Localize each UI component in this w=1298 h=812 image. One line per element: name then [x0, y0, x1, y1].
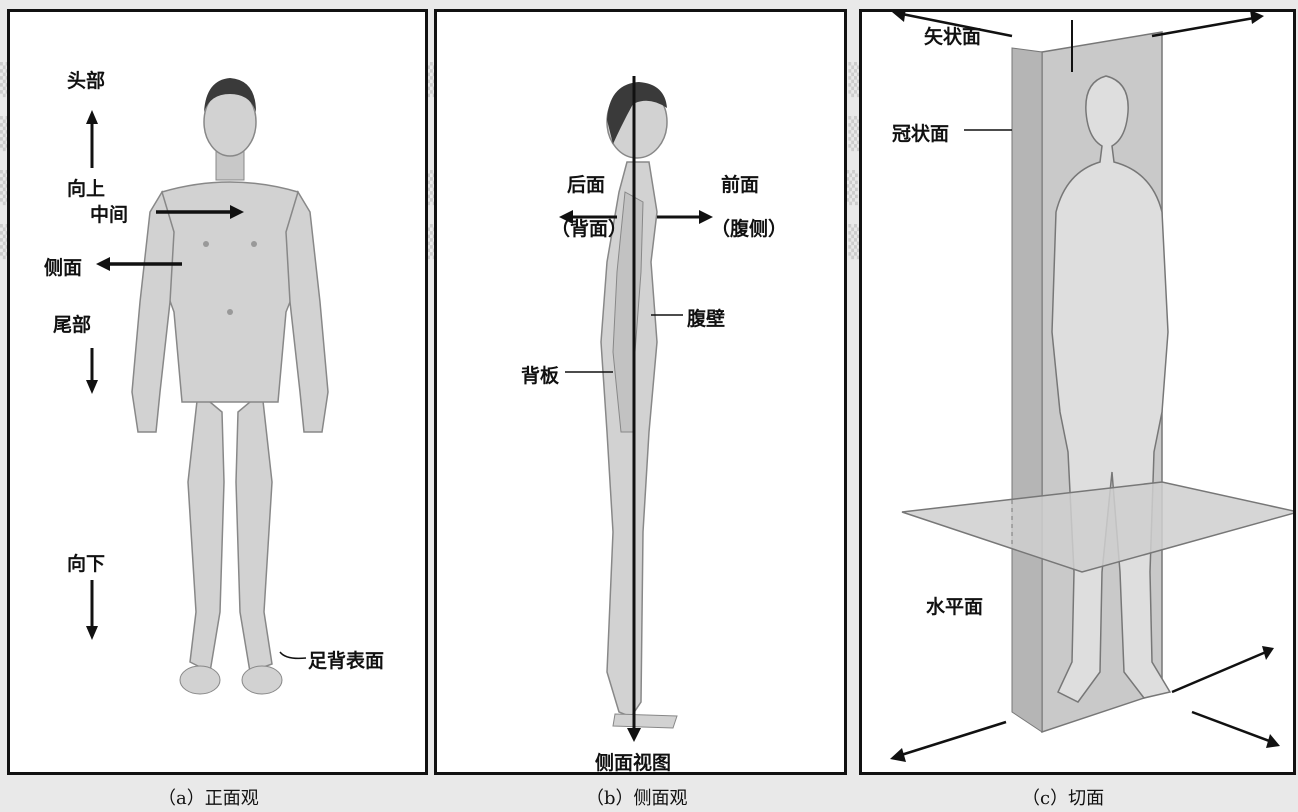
chest-detail [251, 241, 257, 247]
label-tail: 尾部 [53, 310, 91, 337]
arrow-bottom-left [898, 722, 1006, 756]
caption-front-view: （a）正面观 [158, 784, 259, 810]
label-medial: 中间 [90, 200, 128, 227]
side-foot [613, 714, 677, 728]
label-lateral-view: 侧面视图 [595, 748, 671, 775]
down-arrow-upper-head [86, 380, 98, 394]
label-horizontal: 水平面 [926, 592, 983, 619]
horizontal-plane [902, 482, 1296, 572]
lateral-arrow-head [96, 257, 110, 271]
label-coronal: 冠状面 [892, 119, 949, 146]
label-back-plate: 背板 [521, 361, 559, 388]
chest-detail [203, 241, 209, 247]
label-head: 头部 [67, 66, 105, 93]
left-arm [132, 192, 174, 432]
label-anterior-alt: （腹侧） [711, 214, 787, 241]
caption-sections: （c）切面 [1022, 784, 1104, 810]
panel-front-view: 头部 向上 中间 侧面 尾部 向下 足背表面 [7, 9, 428, 775]
up-arrow-head [86, 110, 98, 124]
navel [227, 309, 233, 315]
arrow-bottom-right-2 [1192, 712, 1272, 742]
right-leg [236, 392, 272, 672]
lateral-view-arrow-head [627, 728, 641, 742]
label-up: 向上 [67, 174, 105, 201]
right-foot [242, 666, 282, 694]
label-dorsum-foot: 足背表面 [308, 646, 384, 673]
left-foot [180, 666, 220, 694]
label-anterior: 前面 [721, 170, 759, 197]
label-lateral: 侧面 [44, 253, 82, 280]
label-posterior: 后面 [567, 170, 605, 197]
label-posterior-alt: （背面） [551, 214, 627, 241]
label-down: 向下 [67, 549, 105, 576]
arrow-bottom-right [1172, 652, 1266, 692]
arrow-top-right [1152, 18, 1254, 36]
arrow-top-left-head [892, 12, 906, 22]
down-arrow-lower-head [86, 626, 98, 640]
panel-sections: 矢状面 冠状面 水平面 [859, 9, 1296, 775]
right-arm [286, 192, 328, 432]
label-sagittal: 矢状面 [924, 22, 981, 49]
caption-side-view: （b）侧面观 [586, 784, 688, 810]
arrow-bottom-right-2-head [1266, 734, 1280, 748]
sagittal-plane [1012, 48, 1042, 732]
arrow-bottom-left-head [890, 748, 906, 762]
left-leg [188, 392, 224, 672]
label-abdominal-wall: 腹壁 [687, 304, 725, 331]
side-figure-drawing [437, 12, 847, 775]
arrow-top-right-head [1250, 12, 1264, 24]
panel-side-view: 后面 （背面） 前面 （腹侧） 腹壁 背板 侧面视图 [434, 9, 847, 775]
dorsum-leader-line [280, 652, 306, 658]
